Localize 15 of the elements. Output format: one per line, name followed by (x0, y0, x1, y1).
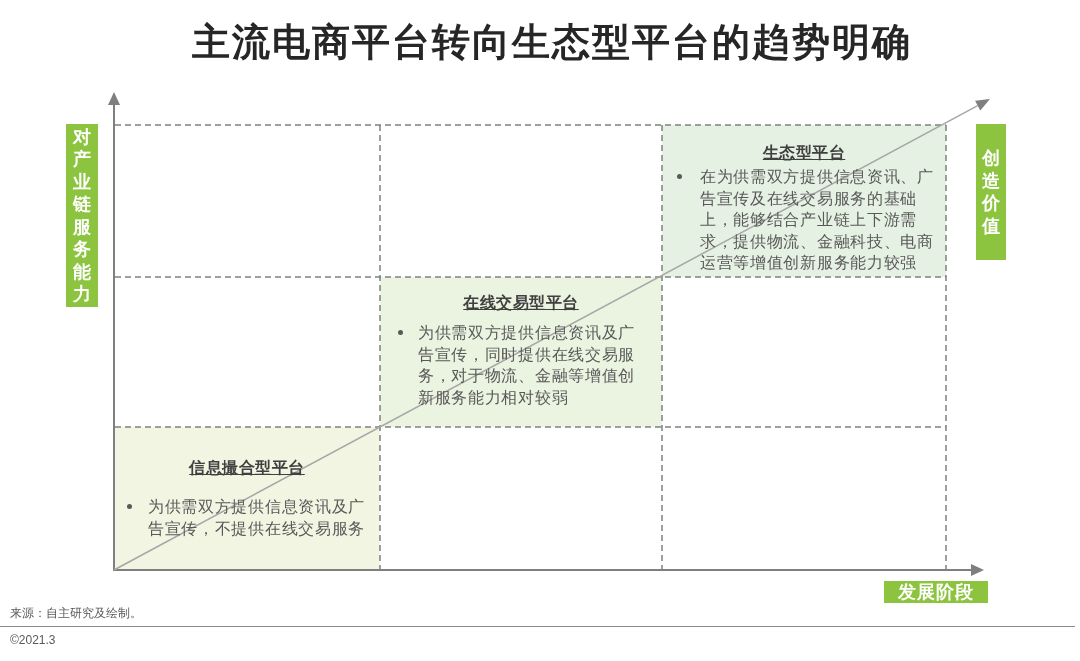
description-text: 在为供需双方提供信息资讯、广告宣传及在线交易服务的基础上，能够结合产业链上下游需求，提供物流、金融科技、电商运营等增值创新服务能力较强 (700, 166, 935, 274)
axis-label: 对产业链服务能力 (66, 124, 98, 307)
description-text: 为供需双方提供信息资讯及广告宣传，不提供在线交易服务 (148, 496, 367, 539)
panel-heading: 生态型平台 (762, 142, 846, 164)
title: 主流电商平台转向生态型平台的趋势明确 (192, 19, 912, 66)
panel-heading: 信息撮合型平台 (189, 457, 305, 479)
axis-label: 创造价值 (976, 124, 1006, 260)
description-text: 为供需双方提供信息资讯及广告宣传，同时提供在线交易服务，对于物流、金融等增值创新服务能力相对较弱 (418, 322, 637, 408)
stage-panel (114, 427, 380, 570)
axis-label: 发展阶段 (884, 581, 988, 603)
source-note: 来源：自主研究及绘制。 (10, 605, 142, 621)
stage-panel (380, 277, 662, 427)
copyright-text: ©2021.3 (10, 632, 56, 648)
panel-heading: 在线交易型平台 (463, 292, 579, 314)
stage-panel (662, 125, 946, 277)
